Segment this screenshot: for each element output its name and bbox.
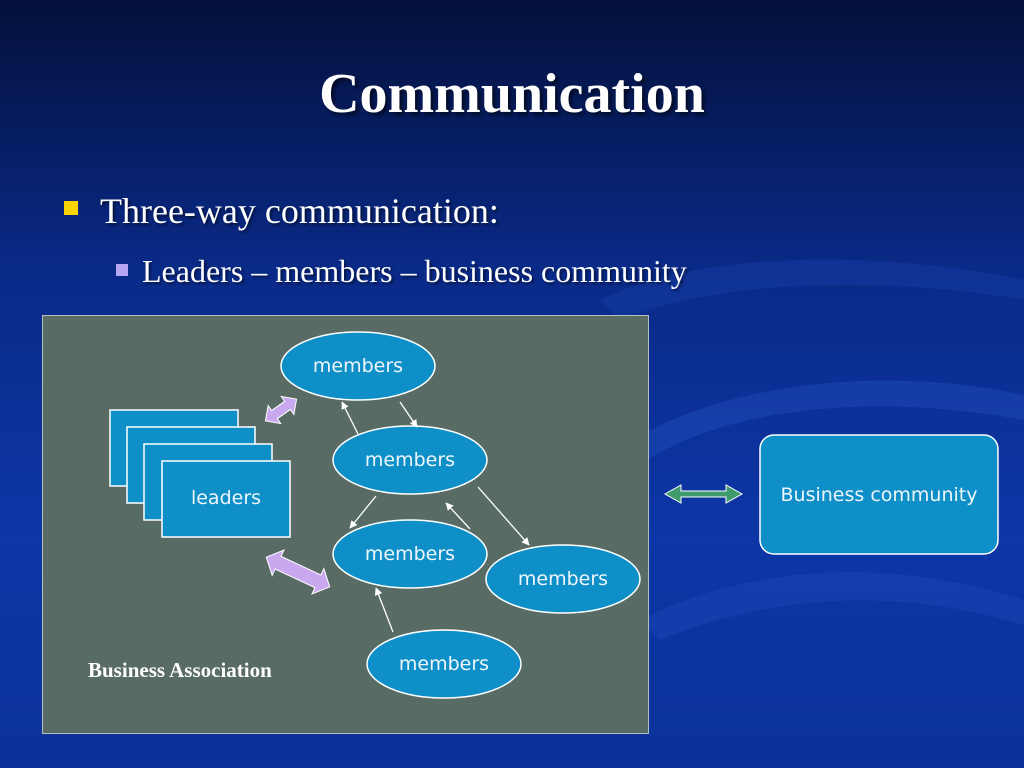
members-node-right — [485, 544, 641, 614]
bullet-three-way-text: Three-way communication: — [100, 191, 499, 231]
business-community-box — [759, 434, 999, 555]
business-community-label: Business community — [781, 484, 978, 506]
double-arrow-business-community-icon — [663, 484, 744, 504]
leaders-label: leaders — [191, 487, 261, 509]
double-arrow-leaders-top-members-icon — [264, 395, 298, 425]
members-node-lower-middle — [332, 519, 488, 589]
arrow-bottom-to-lower-middle — [374, 587, 394, 633]
members-node-upper-middle-label: members — [365, 449, 455, 471]
bullet-three-way: Three-way communication: — [64, 190, 499, 232]
lilac-square-bullet-icon — [116, 264, 128, 276]
members-node-bottom-label: members — [399, 653, 489, 675]
bullet-leaders-members-text: Leaders – members – business community — [142, 253, 687, 289]
arrow-lower-to-upper-middle — [445, 502, 471, 530]
arrow-upper-middle-to-top — [341, 401, 359, 435]
arrow-top-to-upper-middle — [399, 401, 418, 428]
slide-title: Communication — [319, 63, 705, 125]
members-node-right-label: members — [518, 568, 608, 590]
leaders-card-front — [161, 460, 291, 538]
members-node-bottom — [366, 629, 522, 699]
double-arrow-leaders-lower-members-icon — [265, 549, 331, 595]
members-node-top — [280, 331, 436, 401]
members-node-lower-middle-label: members — [365, 543, 455, 565]
members-node-top-label: members — [313, 355, 403, 377]
arrow-upper-middle-to-right — [477, 486, 530, 546]
yellow-square-bullet-icon — [64, 201, 78, 215]
business-association-label: Business Association — [88, 658, 272, 682]
arrow-upper-to-lower-middle — [349, 495, 377, 529]
bullet-leaders-members: Leaders – members – business community — [116, 253, 687, 290]
